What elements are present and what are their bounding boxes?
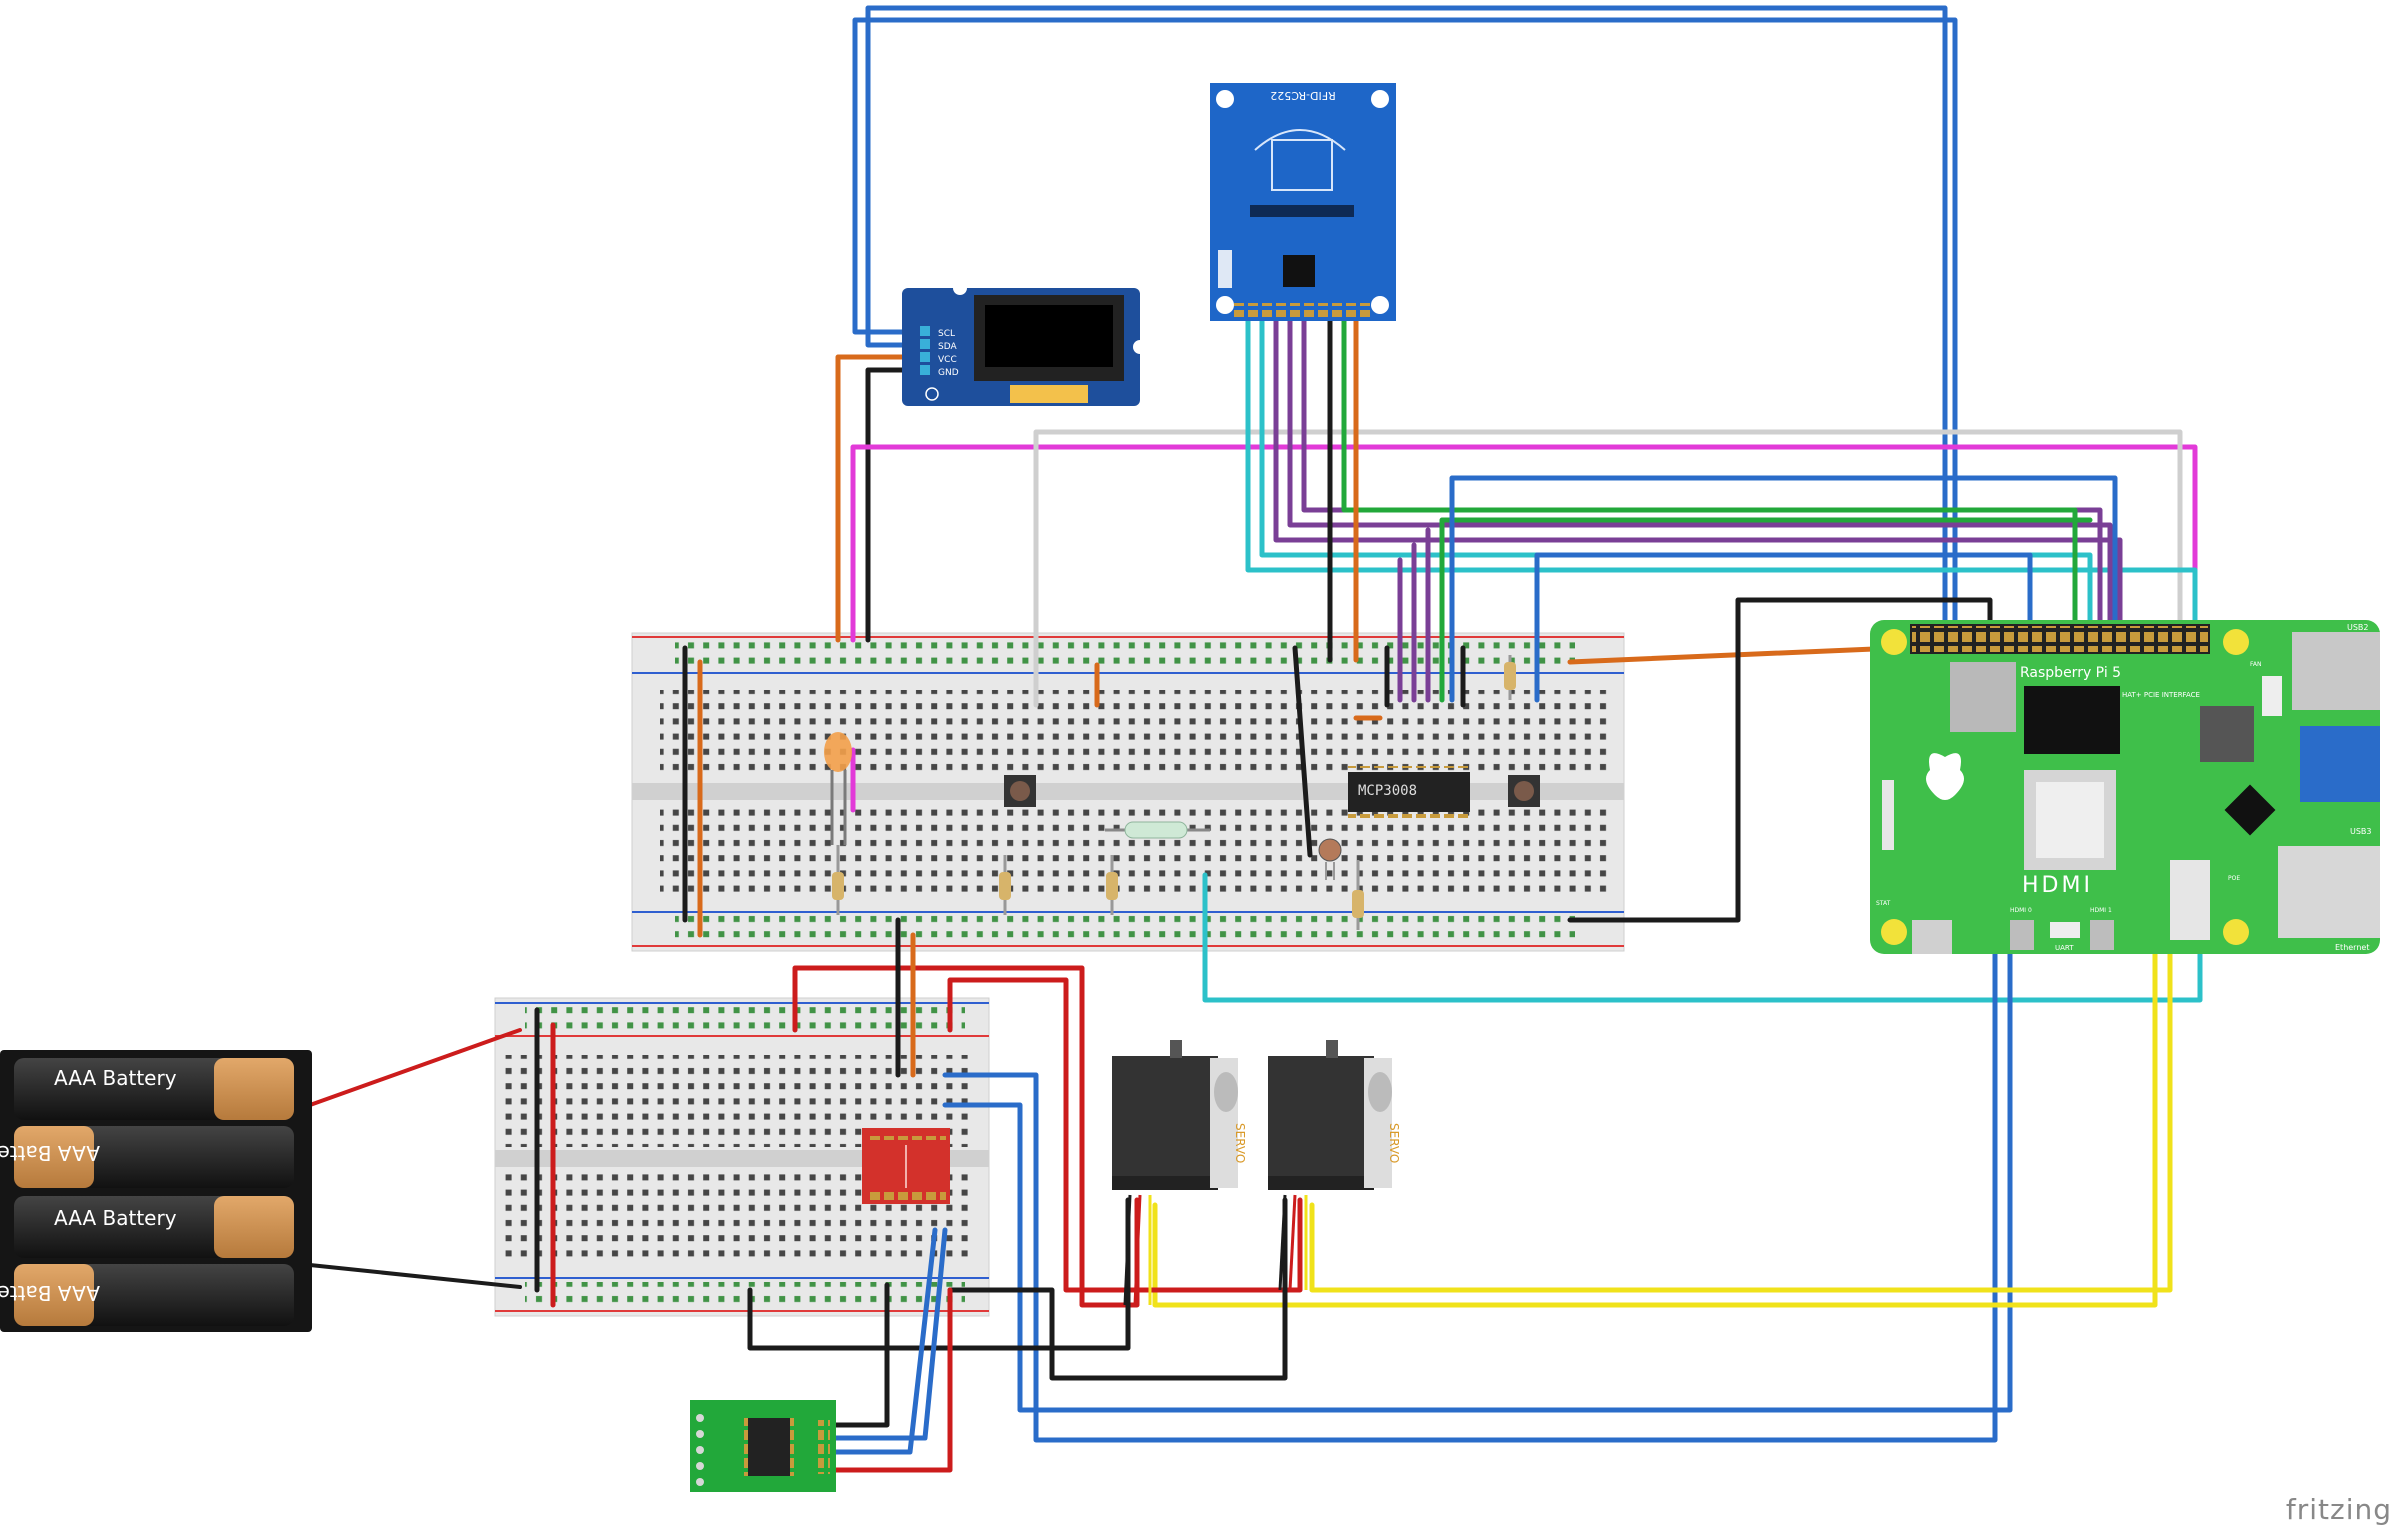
pi-stat-label: STAT [1876,900,1891,907]
pi-ethernet-label: Ethernet [2335,943,2369,952]
oled-pin-sda: SDA [938,342,957,352]
resistor-1 [832,845,844,915]
push-button-left [1004,775,1036,807]
photoresistor [1318,838,1342,880]
servo-right: SERVO [1268,1040,1401,1291]
pi-uart-label: UART [2055,944,2074,952]
servo-left-label: SERVO [1233,1123,1247,1163]
breadboard-main [631,632,1625,952]
battery-label-3: AAA Battery [54,1206,177,1230]
battery-label-2: AAA Battery [0,1141,100,1165]
fritzing-watermark: fritzing [2285,1493,2392,1526]
led-orange [824,732,852,845]
rfid-module: RFID-RC522 [1210,83,1396,321]
pi-poe-label: POE [2228,875,2240,882]
mcp3008-chip: MCP3008 [1348,766,1470,818]
rfid-label: RFID-RC522 [1270,89,1335,102]
raspberry-pi-5: Raspberry Pi 5 HDMI HAT+ PCIE INTERFACE … [1870,620,2380,954]
resistor-3 [1106,855,1118,915]
oled-pin-scl: SCL [938,329,955,339]
resistor-4 [1352,860,1364,930]
battery-pack: AAA Battery AAA Battery AAA Battery AAA … [0,1050,312,1332]
pi-hdmi-label: HDMI [2022,873,2093,898]
resistor-5 [1504,655,1516,700]
pi-hdmi0-label: HDMI 0 [2010,907,2032,914]
oled-pin-gnd: GND [938,368,959,378]
servo-left: SERVO [1112,1040,1247,1306]
resistor-2 [999,855,1011,915]
servo-right-label: SERVO [1387,1123,1401,1163]
pi-usb3-label: USB3 [2350,827,2372,836]
push-button-right [1508,775,1540,807]
pi-hdmi1-label: HDMI 1 [2090,907,2112,914]
breadboard-secondary [494,997,990,1317]
load-cell-amplifier [690,1400,836,1492]
pi-fan-label: FAN [2250,661,2262,668]
battery-label-4: AAA Battery [0,1281,100,1305]
battery-label-1: AAA Battery [54,1066,177,1090]
mcp3008-label: MCP3008 [1358,783,1417,799]
pi-label: Raspberry Pi 5 [2020,665,2121,681]
pi-hat-label: HAT+ PCIE INTERFACE [2122,691,2200,699]
pi-usb2-label: USB2 [2347,623,2369,632]
oled-display: SCL SDA VCC GND [902,281,1147,406]
level-shifter [862,1128,950,1204]
reed-switch [1105,821,1210,839]
oled-pin-vcc: VCC [938,355,957,365]
